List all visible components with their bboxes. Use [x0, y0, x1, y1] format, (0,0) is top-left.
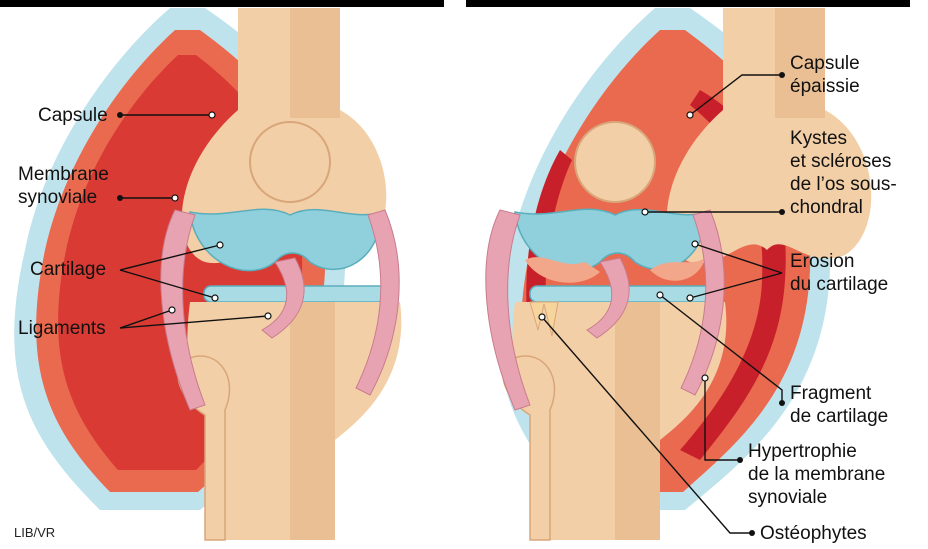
dot-osteophytes-right-a — [749, 530, 755, 536]
end-cartilage-left-1 — [217, 242, 223, 248]
credit-text: LIB/VR — [14, 525, 55, 540]
patella-left — [250, 122, 330, 202]
femur-left-shade — [290, 8, 340, 118]
label-fragment-right: Fragment de cartilage — [790, 382, 888, 428]
tibia-left-shade — [290, 302, 335, 540]
end-kystes-right — [642, 209, 648, 215]
end-fragment-right — [657, 292, 663, 298]
label-cartilage-left: Cartilage — [30, 258, 106, 281]
top-bar-left — [0, 0, 444, 7]
label-capsule-right: Capsule épaissie — [790, 52, 860, 98]
label-osteophytes-right: Ostéophytes — [760, 522, 867, 545]
top-bar-right — [466, 0, 910, 7]
dot-capsule-left-a — [117, 112, 123, 118]
end-ligaments-left-2 — [265, 313, 271, 319]
end-capsule-right — [687, 112, 693, 118]
end-cartilage-left-2 — [212, 295, 218, 301]
tibia-right-shade — [615, 302, 660, 540]
label-hypertrophie-right: Hypertrophie de la membrane synoviale — [748, 440, 885, 509]
label-kystes-right: Kystes et scléroses de l’os sous- chondr… — [790, 127, 897, 219]
label-capsule-left: Capsule — [38, 104, 108, 127]
end-erosion-right-1 — [692, 241, 698, 247]
end-hypertrophie-right — [702, 375, 708, 381]
patella-right — [575, 122, 655, 202]
dot-membrane-left-a — [117, 195, 123, 201]
end-erosion-right-2 — [687, 295, 693, 301]
end-capsule-left — [209, 112, 215, 118]
end-membrane-left — [172, 195, 178, 201]
dot-capsule-right-a — [779, 72, 785, 78]
dot-kystes-right-a — [779, 209, 785, 215]
label-erosion-right: Erosion du cartilage — [790, 250, 888, 296]
dot-fragment-right-a — [779, 400, 785, 406]
end-osteophytes-right — [539, 314, 545, 320]
dot-hypertrophie-right-a — [737, 457, 743, 463]
label-membrane-left: Membrane synoviale — [18, 163, 109, 209]
end-ligaments-left-1 — [169, 307, 175, 313]
label-ligaments-left: Ligaments — [18, 317, 106, 340]
